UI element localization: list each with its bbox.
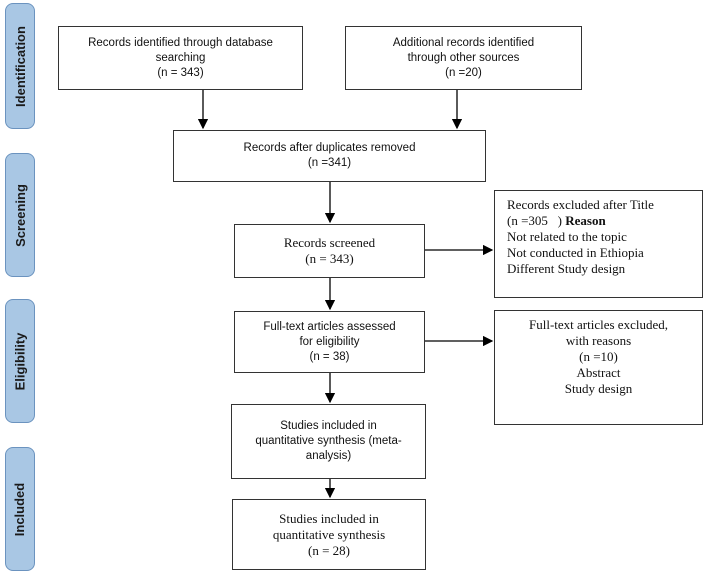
phase-screening: Screening — [5, 153, 35, 277]
box-quantitative-meta: Studies included in quantitative synthes… — [231, 404, 426, 479]
box-studies-included: Studies included in quantitative synthes… — [232, 499, 426, 570]
phase-eligibility: Eligibility — [5, 299, 35, 423]
box-after-duplicates: Records after duplicates removed (n =341… — [173, 130, 486, 182]
box-fulltext-assessed: Full-text articles assessed for eligibil… — [234, 311, 425, 373]
box-records-excluded-title: Records excluded after Title (n =305 ) R… — [494, 190, 703, 298]
box-other-records: Additional records identified through ot… — [345, 26, 582, 90]
box-database-records: Records identified through database sear… — [58, 26, 303, 90]
phase-identification: Identification — [5, 3, 35, 129]
phase-included: Included — [5, 447, 35, 571]
box-records-screened: Records screened (n = 343) — [234, 224, 425, 278]
excluded-count-line: (n =305 ) Reason — [507, 213, 606, 228]
box-fulltext-excluded: Full-text articles excluded, with reason… — [494, 310, 703, 425]
